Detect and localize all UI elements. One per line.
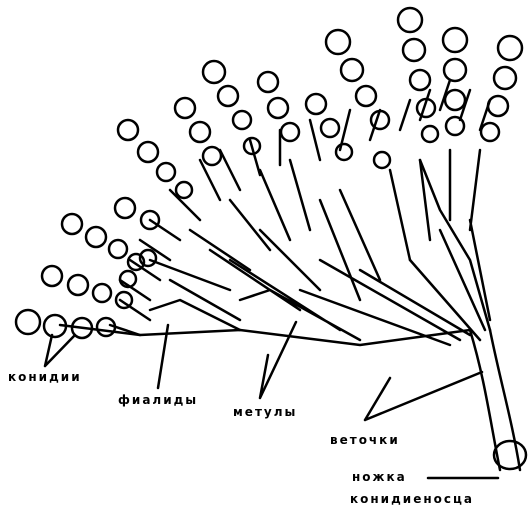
phialides (110, 80, 490, 335)
label-phialides: фиалиды (118, 393, 198, 407)
branches-upper (440, 220, 490, 330)
pointer-konidii (45, 335, 75, 366)
pointer-vetochki (365, 372, 482, 420)
label-branches: веточки (330, 433, 400, 447)
label-conidiophore: конидиеносца (350, 492, 474, 506)
label-stipe: ножка (352, 470, 407, 484)
fan-outline-upper (420, 160, 490, 330)
stipe-base (494, 441, 526, 469)
label-conidia: конидии (8, 370, 82, 384)
metulae-left (150, 160, 310, 330)
metulae (210, 150, 480, 340)
label-metulae: метулы (233, 405, 297, 419)
